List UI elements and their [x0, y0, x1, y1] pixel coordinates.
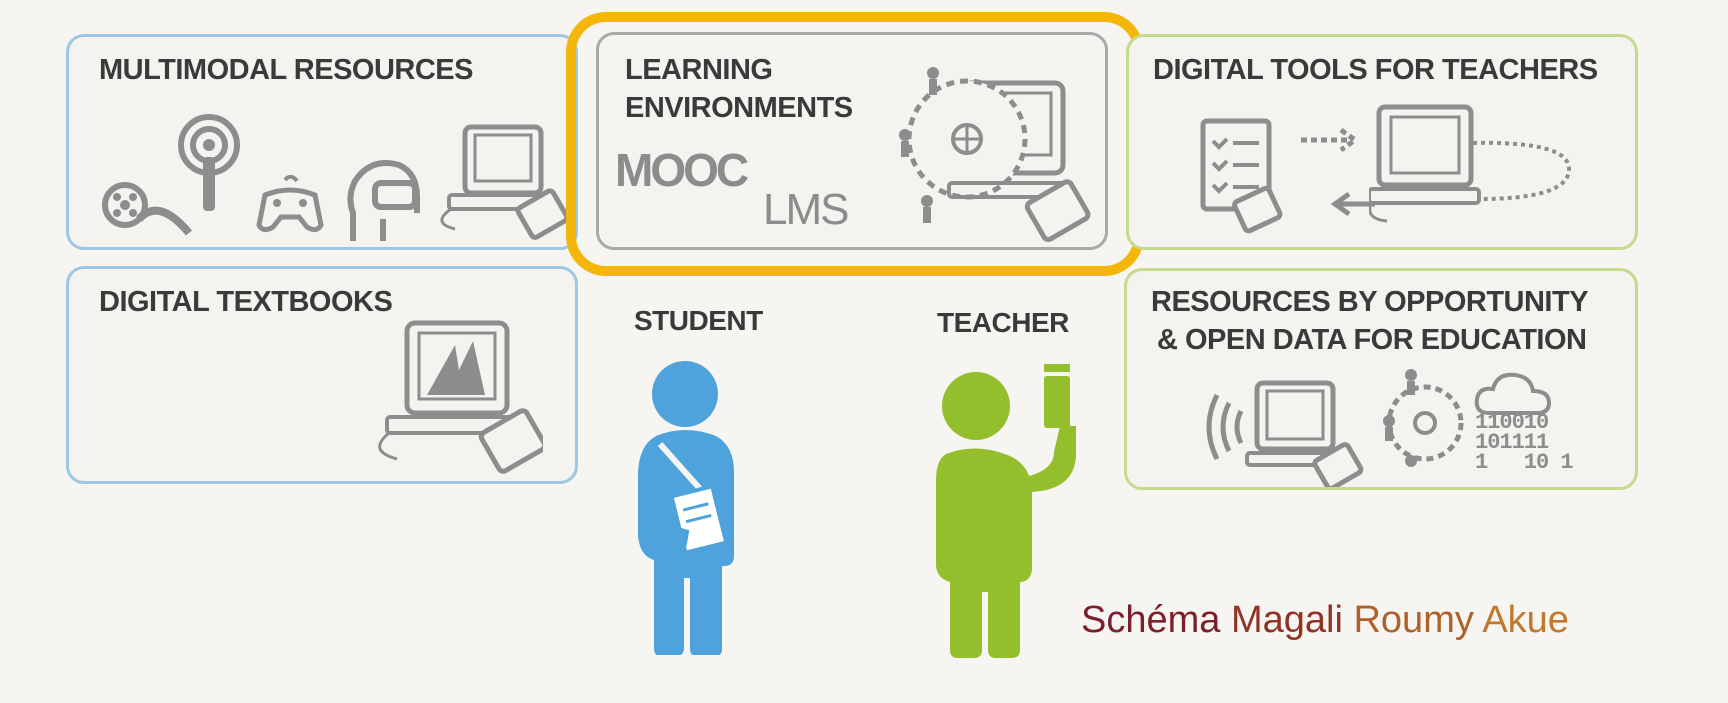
network-computer-icon — [891, 65, 1101, 245]
highlight-frame — [566, 12, 1144, 276]
panel-title-line2: & OPEN DATA FOR EDUCATION — [1157, 324, 1587, 356]
credit-caption: Schéma Magali Roumy Akue — [1081, 599, 1569, 642]
panel-title-line1: RESOURCES BY OPPORTUNITY — [1151, 286, 1589, 318]
mooc-label: MOOC — [615, 144, 749, 196]
panel-learning-environments: LEARNING ENVIRONMENTS MOOC LMS — [596, 32, 1108, 250]
checklist-icon — [1199, 117, 1289, 237]
network-cloud-icon — [1381, 367, 1471, 477]
panel-title: DIGITAL TEXTBOOKS — [99, 286, 393, 318]
computer-tablet-icon — [431, 123, 571, 243]
panel-title-line2: ENVIRONMENTS — [625, 92, 853, 124]
binary-line: 101111 — [1475, 430, 1549, 455]
credit-word: Schéma — [1081, 599, 1221, 641]
teacher-figure-icon — [928, 360, 1088, 660]
lms-label: LMS — [763, 185, 849, 234]
panel-multimodal-resources: MULTIMODAL RESOURCES — [66, 34, 578, 250]
podcast-icon — [177, 113, 241, 213]
panel-title: MULTIMODAL RESOURCES — [99, 54, 473, 86]
arrow-right-icon — [1297, 125, 1367, 155]
panel-title-line1: LEARNING — [625, 54, 773, 86]
panel-title: DIGITAL TOOLS FOR TEACHERS — [1153, 54, 1598, 86]
student-figure-icon — [630, 360, 780, 655]
panel-digital-tools: DIGITAL TOOLS FOR TEACHERS — [1126, 34, 1638, 250]
credit-word: Roumy — [1353, 599, 1474, 641]
gamepad-icon — [255, 175, 325, 235]
teacher-label: TEACHER — [937, 307, 1069, 338]
binary-line: 110010 — [1475, 410, 1549, 435]
panel-digital-textbooks: DIGITAL TEXTBOOKS — [66, 266, 578, 484]
computer-book-icon — [363, 315, 543, 475]
credit-word: Akue — [1482, 599, 1569, 641]
student-label: STUDENT — [634, 305, 763, 336]
binary-line: 1 10 1 — [1475, 450, 1574, 475]
film-reel-icon — [99, 167, 199, 237]
cloud-icon — [1473, 369, 1553, 419]
broadcast-computer-icon — [1197, 377, 1367, 487]
binary-data: 110010 101111 1 10 1 — [1475, 410, 1574, 475]
credit-word: Magali — [1230, 599, 1343, 641]
computer-icon — [1369, 103, 1609, 233]
vr-headset-icon — [343, 157, 423, 243]
panel-open-data: RESOURCES BY OPPORTUNITY & OPEN DATA FOR… — [1124, 268, 1638, 490]
